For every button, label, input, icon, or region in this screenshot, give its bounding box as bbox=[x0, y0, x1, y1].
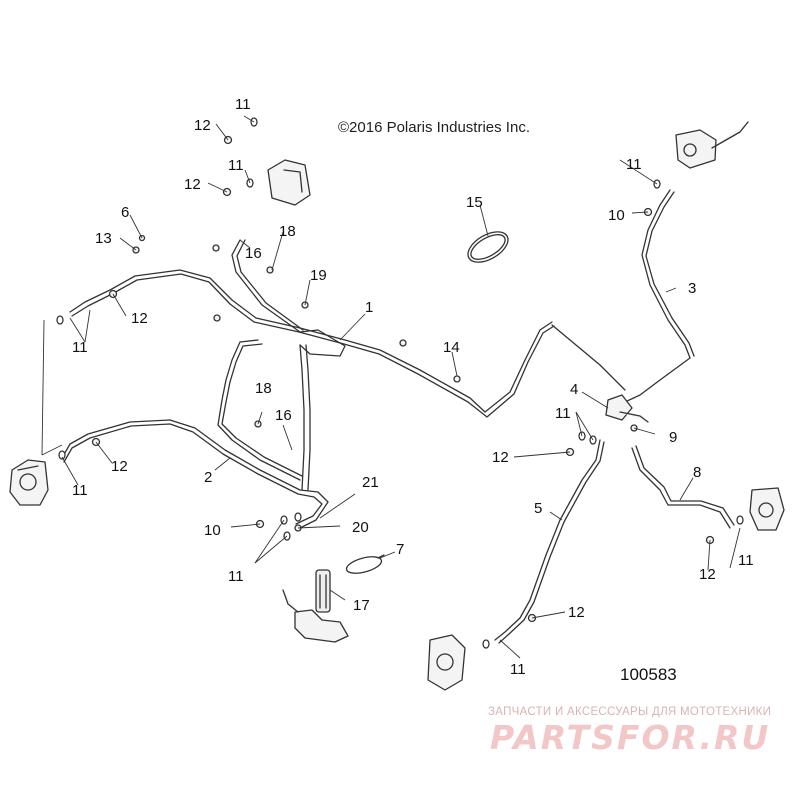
callout-15: 15 bbox=[466, 194, 483, 211]
callout-12c: 12 bbox=[131, 310, 148, 327]
callout-1: 1 bbox=[365, 299, 373, 316]
strap-7 bbox=[345, 554, 385, 574]
master-cylinder bbox=[675, 121, 749, 169]
brake-line-5 bbox=[494, 324, 626, 644]
callout-8: 8 bbox=[693, 464, 701, 481]
hose-17 bbox=[315, 569, 331, 613]
caliper-left-rear bbox=[427, 634, 466, 691]
callout-21: 21 bbox=[362, 474, 379, 491]
brake-line-8 bbox=[631, 445, 735, 529]
callout-16a: 16 bbox=[245, 245, 262, 262]
fasteners bbox=[91, 135, 715, 623]
copyright-text: ©2016 Polaris Industries Inc. bbox=[338, 119, 530, 136]
brake-line-2 bbox=[61, 339, 329, 531]
callout-11a: 11 bbox=[235, 96, 251, 113]
callout-16b: 16 bbox=[275, 407, 292, 424]
callout-11i: 11 bbox=[738, 552, 754, 569]
callout-18a: 18 bbox=[279, 223, 296, 240]
brake-line-3 bbox=[624, 189, 695, 403]
callout-11e: 11 bbox=[72, 482, 88, 499]
callout-7: 7 bbox=[396, 541, 404, 558]
caliper-right-rear bbox=[749, 487, 785, 531]
callout-labels: 1 2 3 4 5 6 7 8 9 10 10 11 11 11 11 11 1… bbox=[72, 96, 754, 678]
callout-11h: 11 bbox=[510, 661, 526, 678]
callout-10a: 10 bbox=[608, 207, 625, 224]
callout-10b: 10 bbox=[204, 522, 221, 539]
callout-11f: 11 bbox=[555, 405, 571, 422]
caliper-left-front bbox=[9, 459, 49, 506]
watermark-logo: PARTSFOR.RU bbox=[490, 718, 771, 757]
washers bbox=[56, 117, 744, 649]
callout-5: 5 bbox=[534, 500, 542, 517]
callout-12d: 12 bbox=[111, 458, 128, 475]
callout-9: 9 bbox=[669, 429, 677, 446]
callout-14: 14 bbox=[443, 339, 460, 356]
callout-12b: 12 bbox=[184, 176, 201, 193]
callout-18b: 18 bbox=[255, 380, 272, 397]
callout-12a: 12 bbox=[194, 117, 211, 134]
callout-4: 4 bbox=[570, 381, 578, 398]
callout-11d: 11 bbox=[72, 339, 88, 356]
callout-11b: 11 bbox=[228, 157, 244, 174]
leader-lines bbox=[41, 115, 741, 659]
brake-line-1 bbox=[69, 239, 555, 418]
figure-number: 100583 bbox=[620, 665, 677, 684]
callout-6: 6 bbox=[121, 204, 129, 221]
callout-2: 2 bbox=[204, 469, 212, 486]
watermark-tagline: ЗАПЧАСТИ И АКСЕССУАРЫ ДЛЯ МОТОТЕХНИКИ bbox=[488, 706, 772, 718]
callout-20: 20 bbox=[352, 519, 369, 536]
junction-block-4 bbox=[605, 394, 649, 423]
callout-17: 17 bbox=[353, 597, 370, 614]
callout-11c: 11 bbox=[626, 156, 642, 173]
callout-12g: 12 bbox=[699, 566, 716, 583]
callout-19: 19 bbox=[310, 267, 327, 284]
callout-3: 3 bbox=[688, 280, 696, 297]
brake-actuator bbox=[267, 159, 311, 206]
callout-11g: 11 bbox=[228, 568, 244, 585]
callout-12e: 12 bbox=[492, 449, 509, 466]
callout-12f: 12 bbox=[568, 604, 585, 621]
strap-15 bbox=[467, 231, 509, 263]
callout-13: 13 bbox=[95, 230, 112, 247]
brake-valve bbox=[282, 589, 349, 643]
